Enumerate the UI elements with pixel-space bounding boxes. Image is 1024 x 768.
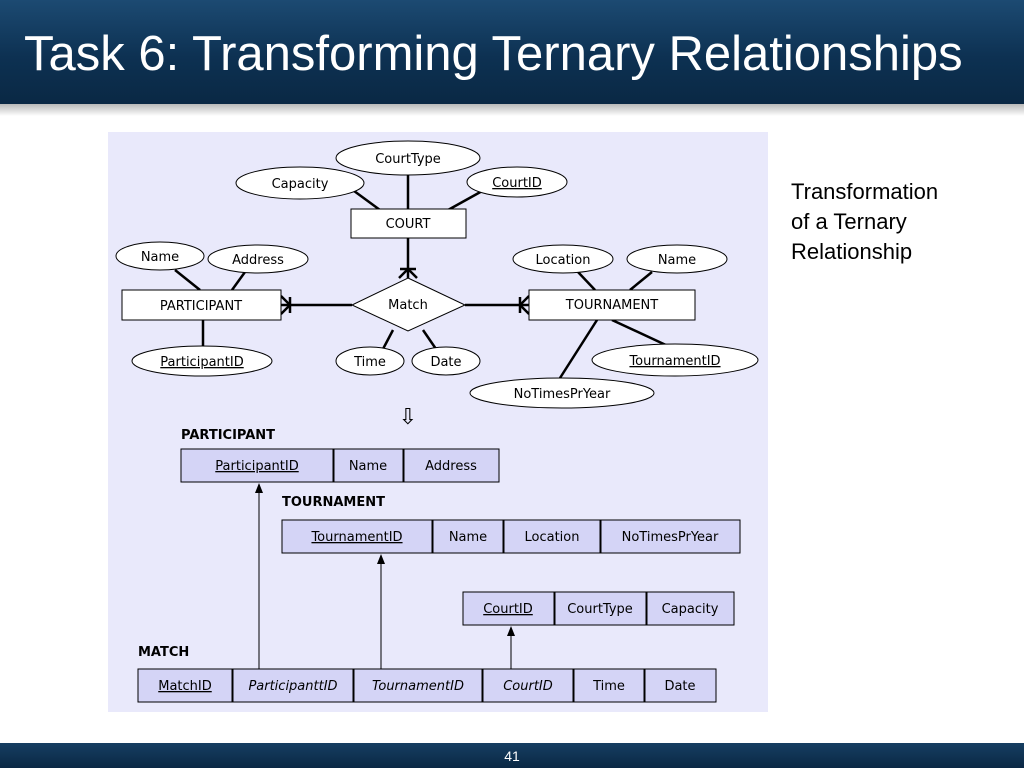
court-cell-1 [462,591,555,626]
crowsfoot-t-1 [519,295,530,306]
tournament-col-3: Location [525,530,580,545]
participant-cell-2 [333,448,404,483]
tournament-col-1: TournamentID [310,530,402,545]
attr-date-label: Date [430,355,461,370]
entity-tournament-label: TOURNAMENT [565,298,658,313]
er-connectors [174,175,669,379]
match-cell-5 [573,668,645,703]
slide-title: Task 6: Transforming Ternary Relationshi… [24,27,963,81]
line-notimes [558,319,599,379]
participant-col-3: Address [425,459,477,474]
entity-court-label: COURT [386,217,431,232]
attr-notimes-label: NoTimesPrYear [514,387,611,402]
match-cell-6 [644,668,717,703]
side-caption-line-1: Transformation [791,179,939,204]
attr-courtid-shape [466,166,568,198]
attr-p-name-label: Name [141,250,179,265]
tournament-col-4: NoTimesPrYear [622,530,719,545]
participant-cell-1 [180,448,334,483]
crowsfoot-p-1 [280,295,291,306]
fk-arrowhead-tournament [377,554,385,564]
attr-location-label: Location [536,253,591,268]
participant-col-1: ParticipantID [215,459,298,474]
match-col-5: Time [592,679,625,694]
attr-p-id-label: ParticipantID [160,355,243,370]
entity-court-box [350,208,467,239]
attr-time-label: Time [353,355,386,370]
header-shadow [0,104,1024,116]
court-col-3: Capacity [662,602,719,617]
attr-courtid-label: CourtID [492,176,542,191]
match-col-6: Date [664,679,695,694]
attr-p-name-shape [115,241,205,271]
match-col-2: ParticipanttID [248,679,337,694]
fk-arrowhead-participant [255,483,263,493]
attr-tid-label: TournamentID [628,354,720,369]
match-cell-3 [353,668,483,703]
attr-capacity-shape [235,166,365,200]
attr-notimes-shape [469,377,655,409]
side-caption-line-3: Relationship [791,239,913,264]
line-t-name [629,271,653,291]
line-courtid [447,188,485,212]
attr-capacity-label: Capacity [272,177,329,192]
attr-courttype-shape [335,140,481,176]
line-location [577,271,596,291]
slide-footer: 41 [0,743,1024,768]
attr-p-address-shape [207,244,309,274]
tournament-cell-3 [503,519,601,554]
down-arrow-icon: ⇩ [399,405,417,430]
tournament-cell-4 [600,519,741,554]
attr-location-shape [512,244,614,274]
match-col-1: MatchID [158,679,212,694]
page-number: 41 [504,748,520,764]
match-cell-4 [482,668,574,703]
match-cell-2 [232,668,354,703]
attr-time-shape [335,346,405,376]
er-attributes [115,140,759,409]
side-caption-line-2: of a Ternary [791,209,907,234]
match-cell-1 [137,668,233,703]
table-match-title: MATCH [138,645,189,660]
participant-col-2: Name [349,459,387,474]
line-date [421,329,438,350]
crowsfoot-p-2 [280,304,291,315]
crowsfoot-c-2 [407,268,418,279]
attr-courttype-label: CourtType [375,152,441,167]
court-cell-2 [554,591,647,626]
match-col-3: TournamentID [372,679,464,694]
line-time [381,329,395,350]
line-tid [611,318,669,348]
tournament-col-2: Name [449,530,487,545]
relationship-match-diamond [350,277,467,332]
side-caption: Transformation of a Ternary Relationship [791,177,981,267]
court-col-2: CourtType [567,602,633,617]
relationship-match-label: Match [388,298,428,313]
slide-header: Task 6: Transforming Ternary Relationshi… [0,0,1024,104]
entity-participant-label: PARTICIPANT [160,299,242,314]
table-tournament-title: TOURNAMENT [282,495,385,510]
participant-cell-3 [403,448,500,483]
match-col-4: CourtID [503,679,553,694]
attr-date-shape [411,346,481,376]
entity-tournament-box [528,289,696,321]
attr-t-name-label: Name [658,253,696,268]
table-participant-title: PARTICIPANT [181,428,275,443]
attr-tid-shape [591,343,759,377]
attr-p-id-shape [131,345,273,377]
crowsfoot-c-1 [398,268,409,279]
court-cell-3 [646,591,735,626]
fk-arrowhead-court [507,626,515,636]
attr-p-address-label: Address [232,253,284,268]
line-p-name [174,269,201,291]
entity-participant-box [121,289,282,321]
court-col-1: CourtID [483,602,533,617]
tournament-cell-2 [432,519,504,554]
tournament-cell-1 [281,519,433,554]
line-p-address [230,271,247,291]
attr-t-name-shape [626,244,728,274]
crowsfoot-t-2 [519,304,530,315]
